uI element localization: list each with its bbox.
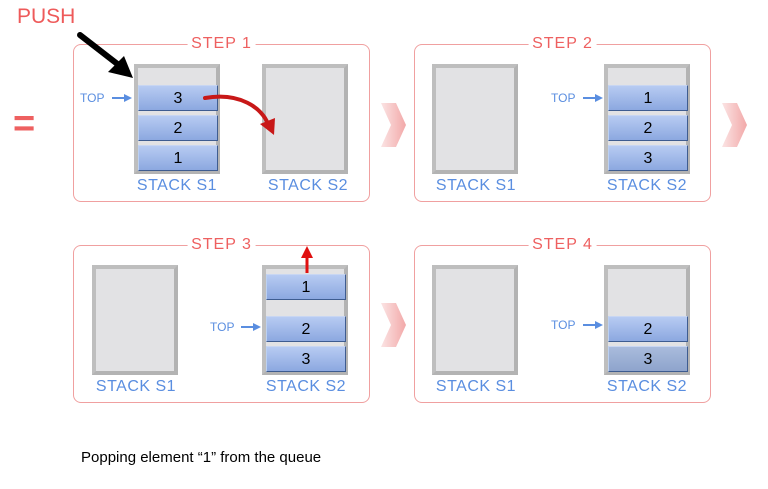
step-2-s2-cell: 1 [608, 85, 688, 111]
step-4-top-label: TOP [551, 318, 576, 332]
step-4-panel: STEP 4 [414, 235, 711, 403]
flow-arrow-icon [722, 103, 747, 147]
step-2-top-label: TOP [551, 91, 576, 105]
step-2-panel: STEP 2 [414, 34, 711, 202]
top-pointer-icon [241, 323, 261, 331]
step-2-title: STEP 2 [528, 34, 597, 54]
step-4-s1-label: STACK S1 [435, 378, 517, 395]
step-3-s2-cell: 1 [266, 274, 346, 300]
step-3-stack-s2: 1 2 3 [262, 265, 348, 375]
step-3-title: STEP 3 [187, 235, 256, 255]
equals-sign: = [13, 103, 36, 145]
step-2-s2-cell: 2 [608, 115, 688, 141]
top-pointer-icon [583, 94, 603, 102]
step-1-s2-label: STACK S2 [267, 177, 349, 194]
step-2-s2-cell: 3 [608, 145, 688, 171]
step-3-panel: STEP 3 [73, 235, 370, 403]
step-4-s2-cell: 2 [608, 316, 688, 342]
push-label: PUSH [17, 5, 76, 28]
step-2-stack-s2: 1 2 3 [604, 64, 690, 174]
step-3-s1-label: STACK S1 [95, 378, 177, 395]
step-1-panel: STEP 1 [73, 34, 370, 202]
step-1-top-label: TOP [80, 91, 105, 105]
push-arrow-icon [77, 32, 133, 78]
step-2-stack-s1 [432, 64, 518, 174]
flow-arrow-icon [381, 103, 406, 147]
step-3-s2-label: STACK S2 [265, 378, 347, 395]
step-4-s2-label: STACK S2 [606, 378, 688, 395]
step-3-stack-s1 [92, 265, 178, 375]
caption: Popping element “1” from the queue [81, 449, 322, 466]
step-2-s1-label: STACK S1 [435, 177, 517, 194]
step-4-stack-s1 [432, 265, 518, 375]
step-4-s2-cell: 3 [608, 346, 688, 372]
step-4-stack-s2: 2 3 [604, 265, 690, 375]
step-4-title: STEP 4 [528, 235, 597, 255]
step-1-s1-cell: 2 [138, 115, 218, 141]
flow-arrow-icon [381, 303, 406, 347]
step-3-top-label: TOP [210, 320, 235, 334]
transfer-arrow-icon [203, 94, 275, 135]
step-3-s2-cell: 2 [266, 316, 346, 342]
step-1-s1-label: STACK S1 [136, 177, 218, 194]
step-1-stack-s1: 3 2 1 [134, 64, 220, 174]
step-3-s2-cell: 3 [266, 346, 346, 372]
step-1-title: STEP 1 [187, 34, 256, 54]
pop-arrow-icon [301, 246, 313, 273]
step-2-s2-label: STACK S2 [606, 177, 688, 194]
top-pointer-icon [112, 94, 132, 102]
step-1-s1-cell: 1 [138, 145, 218, 171]
top-pointer-icon [583, 321, 603, 329]
